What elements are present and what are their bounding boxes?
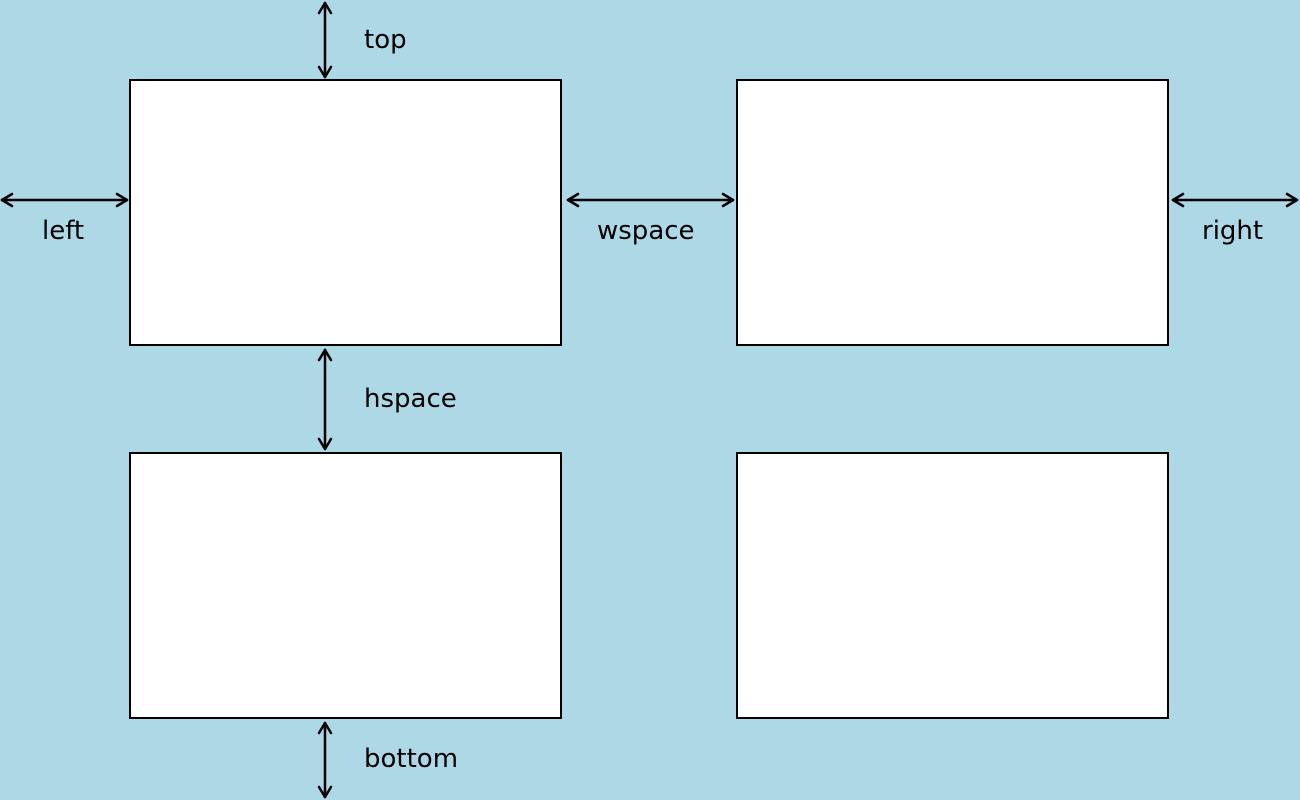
wspace-arrow <box>566 192 735 208</box>
bottom-arrow <box>317 721 333 799</box>
label-top: top <box>364 25 407 55</box>
label-hspace: hspace <box>364 384 457 414</box>
hspace-arrow <box>317 348 333 451</box>
label-right: right <box>1202 216 1264 246</box>
label-bottom: bottom <box>364 744 459 774</box>
right-arrow <box>1171 192 1299 208</box>
subplot-panel-top-right <box>736 79 1169 346</box>
subplot-panel-bottom-right <box>736 452 1169 719</box>
label-left: left <box>42 216 85 246</box>
top-arrow <box>317 1 333 79</box>
label-wspace: wspace <box>597 216 695 246</box>
left-arrow <box>0 192 129 208</box>
subplot-panel-top-left <box>129 79 562 346</box>
subplot-panel-bottom-left <box>129 452 562 719</box>
